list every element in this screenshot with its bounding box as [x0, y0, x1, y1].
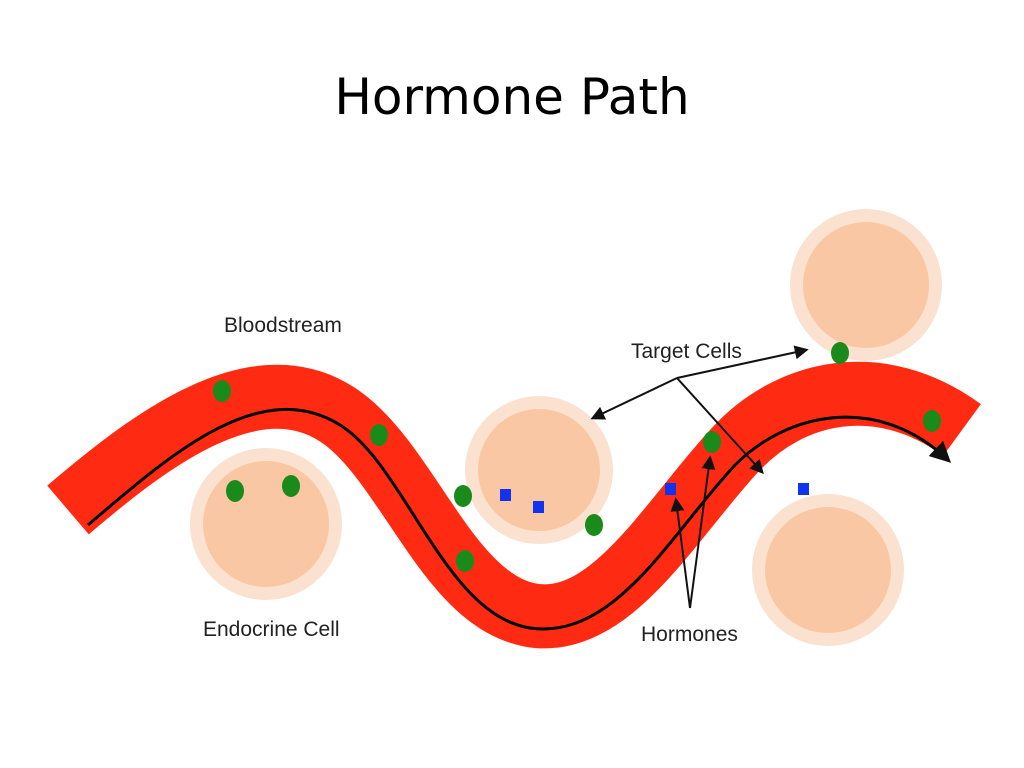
hormone-molecules — [213, 342, 941, 572]
hormone — [585, 514, 603, 536]
label-bloodstream: Bloodstream — [224, 314, 342, 337]
hormone — [226, 480, 244, 502]
hormone — [831, 342, 849, 364]
receptors — [500, 483, 809, 513]
endocrine-cell — [190, 448, 342, 600]
arrow-to-target-bottom — [676, 377, 764, 475]
hormone — [923, 410, 941, 432]
hormones-arrows — [670, 455, 716, 609]
hormone — [456, 550, 474, 572]
receptor — [798, 483, 809, 495]
arrow-to-target-top — [676, 345, 809, 379]
receptor — [533, 501, 544, 513]
label-hormones: Hormones — [641, 623, 738, 646]
arrow-to-receptor — [670, 497, 691, 609]
slide-title: Hormone Path — [334, 68, 690, 126]
hormone — [213, 380, 231, 402]
hormone — [370, 424, 388, 446]
bloodstream-flow-line — [87, 407, 952, 631]
label-target-cells: Target Cells — [631, 340, 742, 363]
hormone — [454, 485, 472, 507]
label-endocrine-cell: Endocrine Cell — [203, 618, 340, 641]
target-cell-top — [790, 209, 942, 361]
arrow-to-target-middle — [590, 377, 678, 420]
target-cells-arrows — [590, 345, 809, 475]
hormone — [282, 475, 300, 497]
receptor — [500, 489, 511, 501]
bloodstream-vessel — [47, 361, 981, 649]
hormone — [703, 431, 721, 453]
arrow-to-hormone — [689, 455, 716, 609]
target-cell-bottom — [752, 494, 904, 646]
receptor — [665, 483, 676, 495]
